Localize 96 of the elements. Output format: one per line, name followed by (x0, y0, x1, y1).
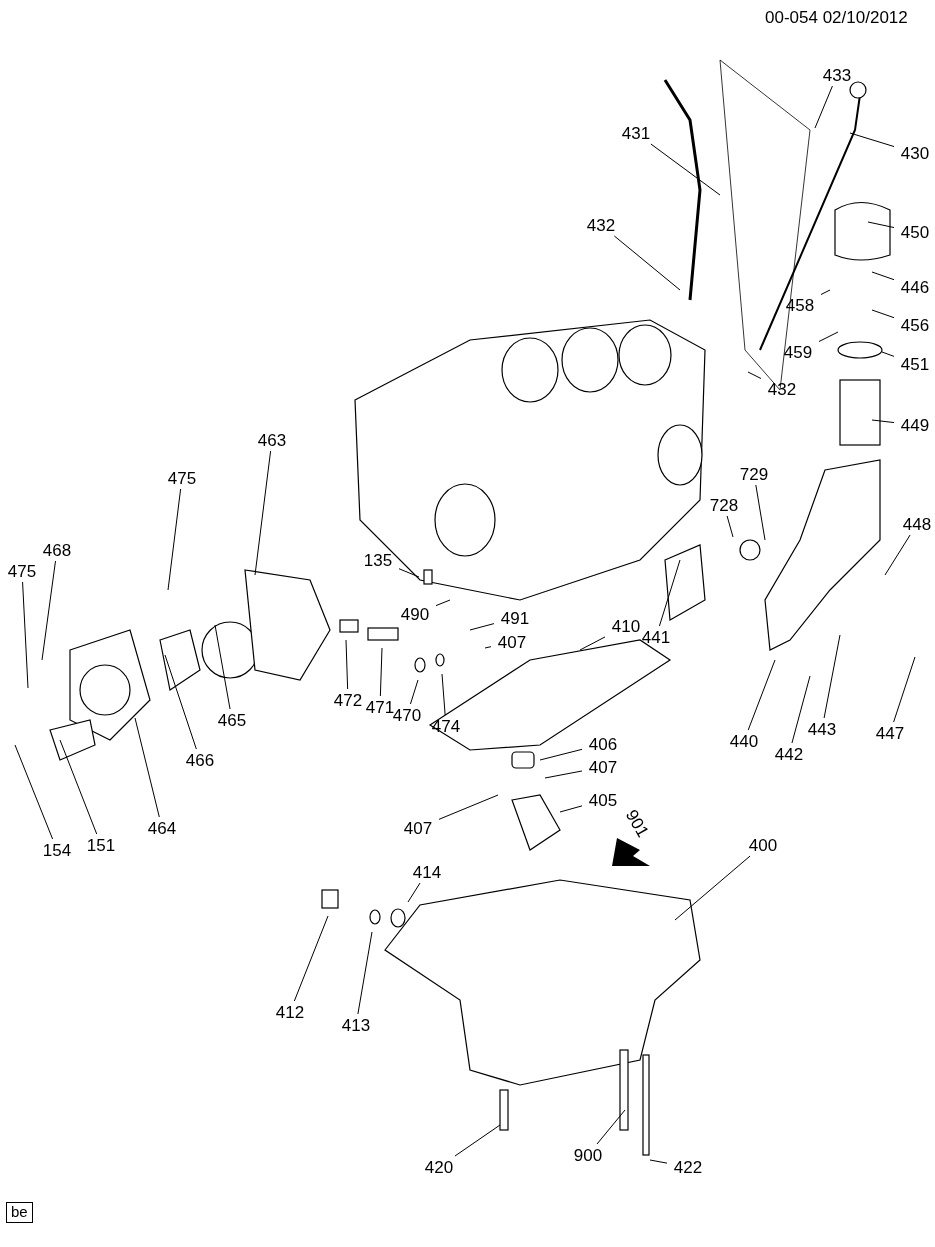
leader-line (134, 717, 160, 818)
leader-line (820, 289, 831, 295)
callout-number: 490 (394, 603, 436, 625)
callout-number: 900 (567, 1144, 609, 1166)
leader-line (559, 805, 583, 813)
leader-line (469, 623, 495, 631)
leader-line (893, 656, 916, 723)
leader-line (438, 794, 499, 820)
callout-number: 432 (580, 214, 622, 236)
callout-number: 135 (357, 549, 399, 571)
callout-number: 729 (733, 463, 775, 485)
callout-number: 491 (494, 607, 536, 629)
callout-number: 459 (777, 341, 819, 363)
leader-line (823, 634, 841, 719)
leader-line (613, 235, 681, 291)
leader-line (254, 450, 272, 576)
leader-line (867, 221, 895, 229)
leader-line (871, 419, 895, 424)
leader-line (658, 559, 681, 627)
leader-line (293, 915, 329, 1002)
callout-number: 465 (211, 709, 253, 731)
leader-line (357, 931, 373, 1015)
leader-line (214, 624, 231, 710)
leader-line (454, 1124, 501, 1157)
leader-line (818, 331, 839, 342)
callout-number: 407 (491, 631, 533, 653)
leader-line (435, 599, 451, 607)
callout-number: 728 (703, 494, 745, 516)
callout-number: 440 (723, 730, 765, 752)
leader-line (579, 636, 606, 651)
leader-line (484, 646, 492, 649)
callout-number: 405 (582, 789, 624, 811)
callout-number: 407 (582, 756, 624, 778)
leader-line (871, 309, 895, 319)
leader-line (674, 855, 751, 921)
callout-number: 413 (335, 1014, 377, 1036)
leader-line (164, 654, 197, 750)
callout-number: 154 (36, 839, 78, 861)
callout-number: 433 (816, 64, 858, 86)
callout-number: 901 (622, 806, 652, 841)
leader-line (814, 85, 833, 129)
leader-line (791, 675, 811, 744)
leader-line (747, 659, 776, 731)
callout-number: 464 (141, 817, 183, 839)
callout-number: 475 (1, 560, 43, 582)
callout-number: 456 (894, 314, 935, 336)
leader-line (379, 647, 383, 697)
leader-line (441, 673, 446, 716)
leader-line (544, 770, 583, 779)
leader-line (398, 568, 420, 578)
callout-number: 422 (667, 1156, 709, 1178)
diagram-code: 00-054 02/10/2012 (765, 9, 908, 26)
leader-line (14, 744, 54, 840)
callout-number: 151 (80, 834, 122, 856)
callout-number: 420 (418, 1156, 460, 1178)
callout-number: 407 (397, 817, 439, 839)
callout-number: 448 (896, 513, 935, 535)
callout-number: 406 (582, 733, 624, 755)
callout-number: 414 (406, 861, 448, 883)
leader-line (884, 534, 911, 576)
callout-number: 463 (251, 429, 293, 451)
callout-number: 446 (894, 276, 935, 298)
callout-number: 431 (615, 122, 657, 144)
callout-number: 451 (894, 353, 935, 375)
leader-line (407, 882, 421, 903)
callout-number: 443 (801, 718, 843, 740)
leader-line (747, 371, 762, 379)
callout-number: 449 (894, 414, 935, 436)
leader-line (409, 679, 419, 705)
leader-line (41, 560, 56, 661)
callout-number: 412 (269, 1001, 311, 1023)
leader-line (596, 1109, 626, 1145)
callout-number: 474 (425, 715, 467, 737)
leader-line (59, 739, 98, 835)
leader-line (539, 748, 583, 761)
callout-number: 430 (894, 142, 935, 164)
leader-line (726, 515, 734, 538)
leader-line (849, 132, 895, 148)
callout-number: 466 (179, 749, 221, 771)
leader-line (22, 581, 29, 689)
leader-line (881, 351, 895, 357)
leader-line (755, 484, 766, 541)
leader-line (650, 143, 721, 196)
code-label: be (6, 1202, 33, 1223)
callout-number: 432 (761, 378, 803, 400)
callout-number: 468 (36, 539, 78, 561)
callout-number: 458 (779, 294, 821, 316)
callout-number: 442 (768, 743, 810, 765)
leader-line (345, 639, 349, 690)
leader-line (871, 271, 895, 281)
callout-number: 447 (869, 722, 911, 744)
callout-number: 475 (161, 467, 203, 489)
leader-line (167, 488, 182, 591)
callout-number: 450 (894, 221, 935, 243)
leader-line (649, 1159, 668, 1164)
callout-number: 400 (742, 834, 784, 856)
